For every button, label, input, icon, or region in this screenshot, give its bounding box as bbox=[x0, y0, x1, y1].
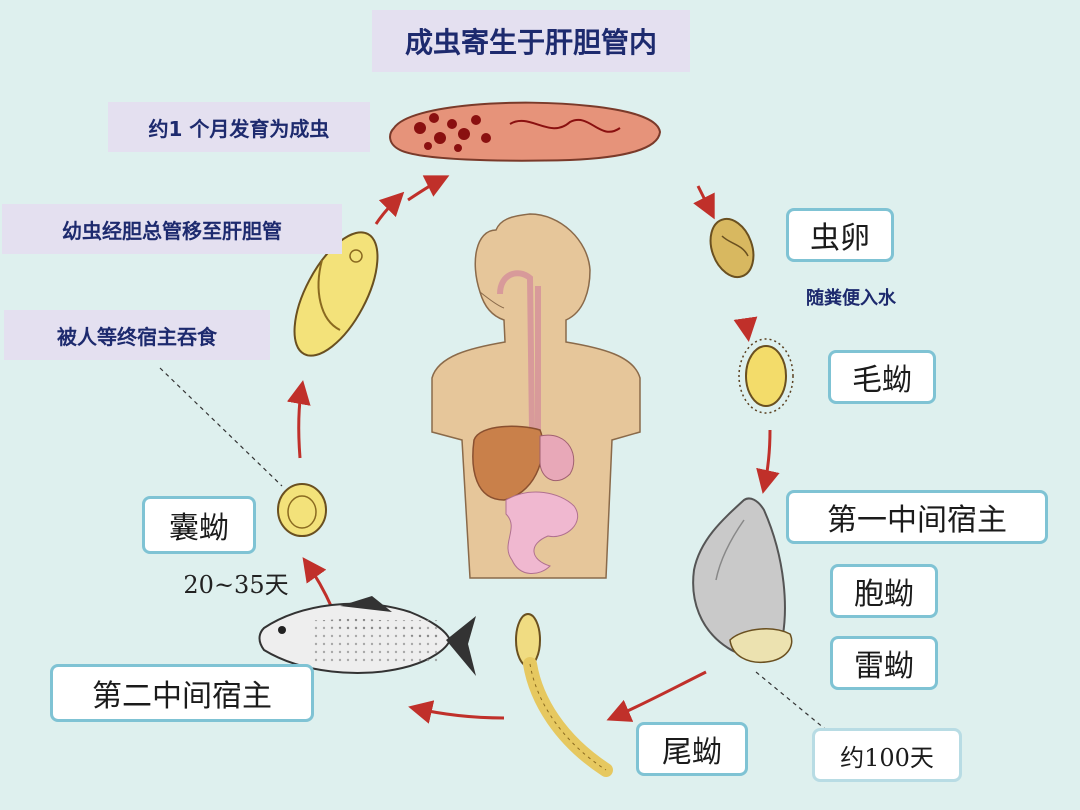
pointer-snail-days bbox=[755, 671, 837, 739]
snail-duration: 约100天 bbox=[812, 728, 962, 782]
arrow-cercaria-to-fish bbox=[408, 700, 505, 724]
pointer-swallowed bbox=[159, 367, 283, 487]
adult-fluke-illustration bbox=[389, 101, 662, 162]
stomach-illustration bbox=[539, 434, 575, 482]
cycle-arrows bbox=[286, 175, 780, 724]
stage-cercaria-label: 尾蚴 bbox=[636, 722, 748, 776]
stage-metacercaria-label: 囊蚴 bbox=[142, 496, 256, 554]
snail-illustration bbox=[692, 497, 793, 664]
arrow-larva-to-adult-upper bbox=[407, 175, 450, 202]
metacercaria-duration: 20~35天 bbox=[183, 570, 289, 599]
arrow-egg-to-miracidium bbox=[733, 316, 758, 342]
fish-illustration bbox=[258, 596, 476, 676]
stage-redia-label: 雷蚴 bbox=[830, 636, 938, 690]
intestine-illustration bbox=[505, 491, 579, 574]
note-develop-adult: 约1 个月发育为成虫 bbox=[108, 102, 370, 152]
egg-illustration bbox=[709, 217, 755, 279]
stage-first-host-label: 第一中间宿主 bbox=[786, 490, 1048, 544]
arrow-larva-to-adult-lower bbox=[374, 191, 405, 225]
stage-egg-label: 虫卵 bbox=[786, 208, 894, 262]
arrow-adult-to-egg bbox=[693, 185, 715, 220]
stage-miracidium-label: 毛蚴 bbox=[828, 350, 936, 404]
stage-second-host-label: 第二中间宿主 bbox=[50, 664, 314, 722]
stage-sporocyst-label: 胞蚴 bbox=[830, 564, 938, 618]
arrow-metacercaria-to-larva bbox=[286, 380, 311, 459]
page-title: 成虫寄生于肝胆管内 bbox=[372, 10, 690, 72]
note-with-feces: 随粪便入水 bbox=[806, 288, 896, 309]
cercaria-illustration bbox=[515, 613, 613, 777]
note-swallowed: 被人等终宿主吞食 bbox=[4, 310, 270, 360]
human-body-illustration bbox=[431, 213, 641, 579]
note-larva-migrate: 幼虫经胆总管移至肝胆管 bbox=[2, 204, 342, 254]
arrow-miracidium-to-snail bbox=[756, 429, 780, 494]
metacercaria-illustration bbox=[277, 483, 327, 537]
arrow-snail-to-cercaria bbox=[606, 670, 707, 722]
arrow-fish-to-metacercaria bbox=[302, 557, 334, 609]
liver-illustration bbox=[472, 425, 544, 501]
dashed-pointers bbox=[159, 367, 837, 739]
miracidium-illustration bbox=[738, 338, 794, 414]
juvenile-larva-illustration bbox=[293, 231, 379, 357]
